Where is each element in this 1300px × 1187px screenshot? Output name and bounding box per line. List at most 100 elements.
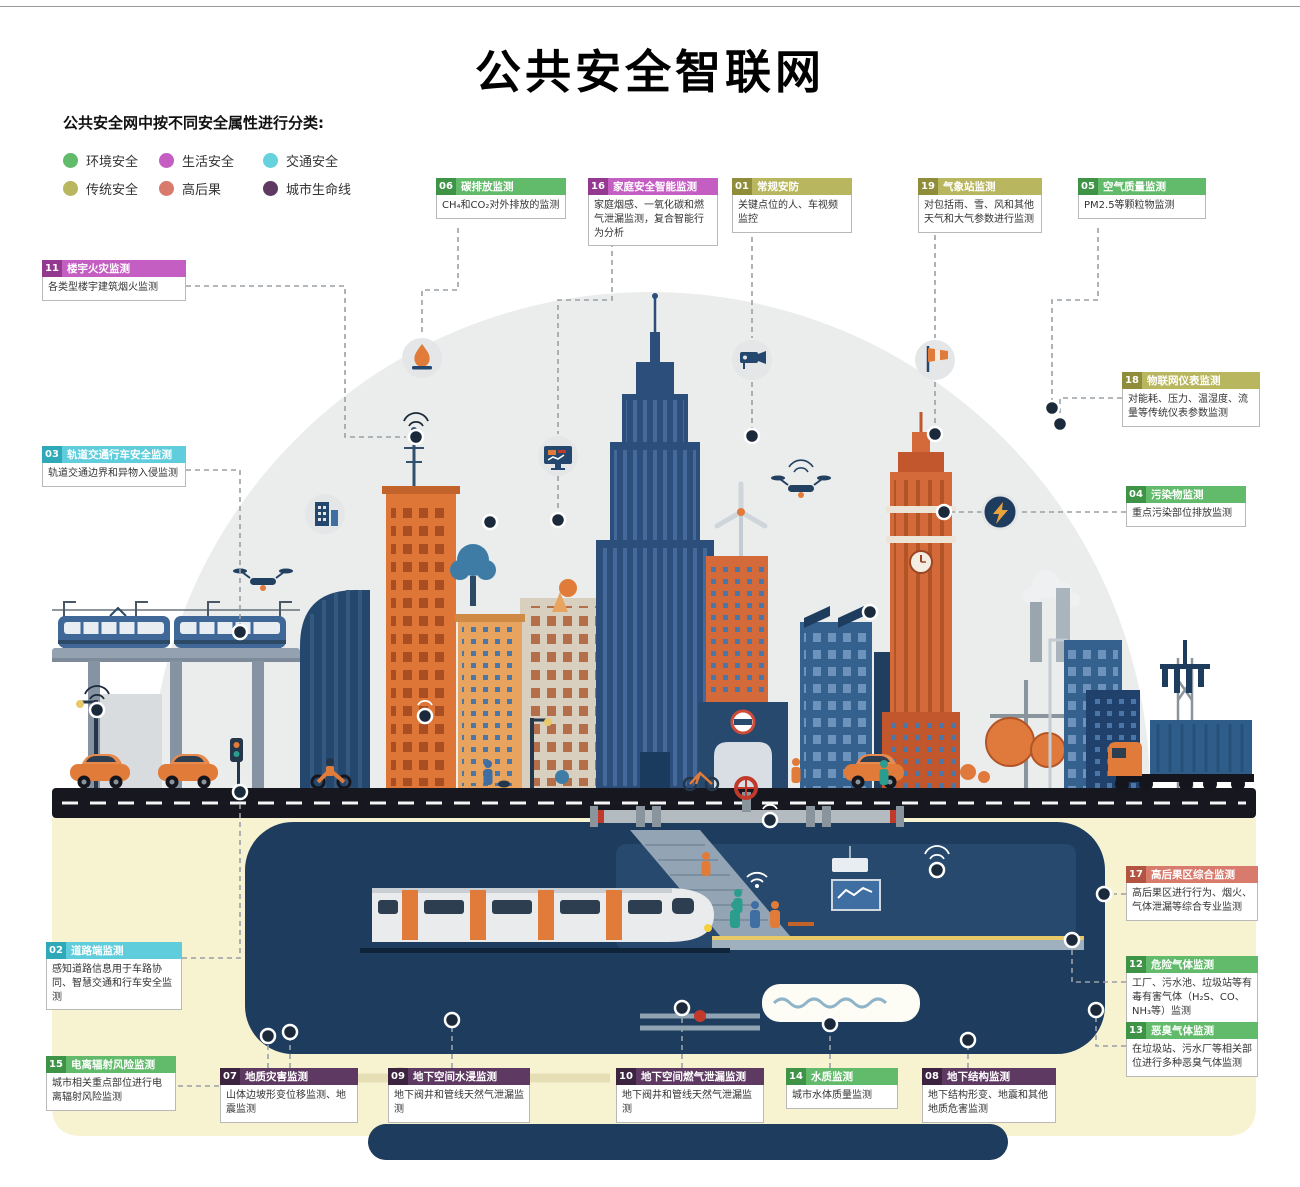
legend-item-traditional: 传统安全	[63, 179, 159, 198]
callout-number: 11	[42, 260, 62, 277]
sensor-dot	[443, 1011, 461, 1029]
callout-header: 18 物联网仪表监测	[1122, 372, 1260, 389]
callout-02-roadside: 02 道路端监测 感知道路信息用于车路协同、智慧交通和行车安全监测	[46, 942, 182, 1011]
callout-description: 高后果区进行行为、烟火、气体泄漏等综合专业监测	[1126, 883, 1258, 921]
callout-header: 10 地下空间燃气泄漏监测	[616, 1068, 764, 1085]
callout-header: 17 高后果区综合监测	[1126, 866, 1258, 883]
callout-header: 15 电离辐射风险监测	[46, 1056, 176, 1073]
legend: 环境安全 生活安全 交通安全 传统安全 高后果 城市生命线	[63, 146, 393, 202]
bicycle	[682, 771, 720, 792]
legend-dot	[263, 152, 278, 168]
callout-description: 山体边坡形变位移监测、地震监测	[220, 1085, 358, 1123]
subway-tunnel	[245, 822, 1105, 1054]
callout-number: 04	[1126, 486, 1146, 503]
sensor-dot	[231, 783, 249, 801]
callout-04-pollutant: 04 污染物监测 重点污染部位排放监测	[1126, 486, 1246, 527]
drone-icon	[771, 459, 831, 498]
legend-dot	[63, 152, 78, 168]
callout-title: 碳排放监测	[456, 178, 566, 195]
legend-item-high-consequence: 高后果	[159, 179, 263, 198]
sensor-dot	[231, 623, 249, 641]
callout-description: 各类型楼宇建筑烟火监测	[42, 277, 186, 301]
bottom-tunnel-bar	[368, 1124, 1008, 1160]
callout-number: 15	[46, 1056, 66, 1073]
legend-label: 环境安全	[86, 154, 139, 170]
callout-12-hazardous-gas: 12 危险气体监测 工厂、污水池、垃圾站等有毒有害气体（H₂S、CO、NH₃等）…	[1126, 956, 1258, 1025]
sensor-dot	[935, 503, 953, 521]
callout-description: 城市相关重点部位进行电离辐射风险监测	[46, 1073, 176, 1111]
callout-14-water-quality: 14 水质监测 城市水体质量监测	[786, 1068, 898, 1109]
central-skyscraper	[596, 293, 714, 792]
callout-description: 重点污染部位排放监测	[1126, 503, 1246, 527]
callout-number: 13	[1126, 1022, 1146, 1039]
wifi-icon	[84, 412, 950, 860]
truck	[1108, 720, 1254, 791]
sensor-dot	[928, 861, 946, 879]
callout-title: 楼宇火灾监测	[62, 260, 186, 277]
callout-number: 03	[42, 446, 62, 463]
sensor-dot	[281, 1023, 299, 1041]
callout-description: 感知道路信息用于车路协同、智慧交通和行车安全监测	[46, 959, 182, 1011]
elevated-rail	[52, 601, 300, 792]
subway-train	[360, 888, 730, 953]
callout-05-air-quality: 05 空气质量监测 PM2.5等颗粒物监测	[1078, 178, 1206, 219]
callout-description: 在垃圾站、污水厂等相关部位进行多种恶臭气体监测	[1126, 1039, 1258, 1077]
callout-06-carbon-emission: 06 碳排放监测 CH₄和CO₂对外排放的监测	[436, 178, 566, 219]
callout-number: 07	[220, 1068, 240, 1085]
sensor-dot	[861, 603, 879, 621]
callout-title: 地下空间燃气泄漏监测	[636, 1068, 764, 1085]
callout-09-underground-flooding: 09 地下空间水浸监测 地下阀井和管线天然气泄漏监测	[388, 1068, 530, 1123]
callout-description: 关键点位的人、车视频监控	[732, 195, 852, 233]
callout-header: 06 碳排放监测	[436, 178, 566, 195]
callout-description: PM2.5等颗粒物监测	[1078, 195, 1206, 219]
callout-title: 地下空间水浸监测	[408, 1068, 530, 1085]
legend-label: 交通安全	[286, 154, 339, 170]
callout-title: 地质灾害监测	[240, 1068, 358, 1085]
callout-description: 家庭烟感、一氧化碳和燃气泄漏监测，复合智能行为分析	[588, 195, 718, 247]
legend-dot	[263, 180, 278, 196]
callout-title: 空气质量监测	[1098, 178, 1206, 195]
connector-lines	[178, 228, 1126, 1087]
legend-label: 生活安全	[182, 154, 235, 170]
callout-title: 恶臭气体监测	[1146, 1022, 1258, 1039]
callout-header: 12 危险气体监测	[1126, 956, 1258, 973]
street-items	[70, 700, 1254, 827]
callout-header: 11 楼宇火灾监测	[42, 260, 186, 277]
pedestrians	[483, 758, 889, 788]
pipeline	[590, 776, 904, 827]
callout-17-high-consequence-area: 17 高后果区综合监测 高后果区进行行为、烟火、气体泄漏等综合专业监测	[1126, 866, 1258, 921]
callout-03-rail-transit-safety: 03 轨道交通行车安全监测 轨道交通边界和异物入侵监测	[42, 446, 186, 487]
sensor-dots	[84, 399, 1113, 1049]
monitor-icon	[538, 436, 578, 476]
callout-header: 07 地质灾害监测	[220, 1068, 358, 1085]
classification-subtitle: 公共安全网中按不同安全属性进行分类:	[63, 114, 325, 132]
callout-description: 地下阀井和管线天然气泄漏监测	[388, 1085, 530, 1123]
callout-header: 02 道路端监测	[46, 942, 182, 959]
building-icon	[305, 494, 345, 534]
power-gauge-icon	[981, 493, 1019, 531]
sensor-dot	[416, 707, 434, 725]
callout-08-underground-structure: 08 地下结构监测 地下结构形变、地震和其他地质危害监测	[922, 1068, 1056, 1123]
callout-number: 05	[1078, 178, 1098, 195]
callout-description: 轨道交通边界和异物入侵监测	[42, 463, 186, 487]
callout-header: 14 水质监测	[786, 1068, 898, 1085]
callout-07-geological-hazard: 07 地质灾害监测 山体边坡形变位移监测、地震监测	[220, 1068, 358, 1123]
callout-description: 对能耗、压力、温湿度、流量等传统仪表参数监测	[1122, 389, 1260, 427]
callout-header: 19 气象站监测	[918, 178, 1042, 195]
callout-title: 电离辐射风险监测	[66, 1056, 176, 1073]
callout-description: 地下结构形变、地震和其他地质危害监测	[922, 1085, 1056, 1123]
callout-10-underground-gas-leak: 10 地下空间燃气泄漏监测 地下阀井和管线天然气泄漏监测	[616, 1068, 764, 1123]
callout-header: 13 恶臭气体监测	[1126, 1022, 1258, 1039]
legend-dot	[159, 152, 174, 168]
top-divider	[0, 6, 1300, 7]
sensor-dot	[743, 427, 761, 445]
legend-dot	[159, 180, 174, 196]
callout-number: 16	[588, 178, 608, 195]
callout-number: 09	[388, 1068, 408, 1085]
callout-number: 06	[436, 178, 456, 195]
callout-number: 12	[1126, 956, 1146, 973]
callout-number: 01	[732, 178, 752, 195]
car	[70, 754, 130, 789]
callout-description: 工厂、污水池、垃圾站等有毒有害气体（H₂S、CO、NH₃等）监测	[1126, 973, 1258, 1025]
callout-description: 地下阀井和管线天然气泄漏监测	[616, 1085, 764, 1123]
